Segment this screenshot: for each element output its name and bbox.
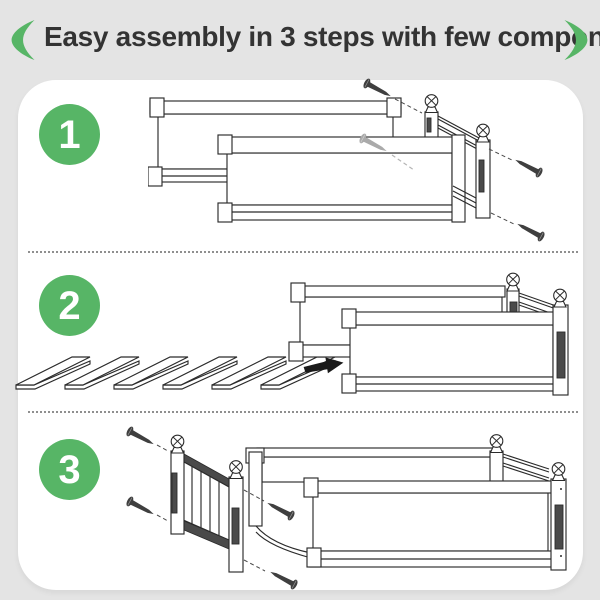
screws — [361, 78, 547, 243]
screw-icon — [124, 425, 157, 450]
step-2-number: 2 — [58, 283, 81, 328]
page-title: Easy assembly in 3 steps with few compon… — [44, 21, 600, 52]
screw-icon — [514, 218, 547, 243]
screw-icon — [361, 78, 394, 102]
finial-icon — [424, 94, 439, 114]
screw-icon — [264, 497, 297, 522]
finial-icon — [506, 272, 520, 292]
step-1-badge: 1 — [39, 104, 100, 165]
finial-icon — [229, 460, 243, 480]
step-1-illustration — [148, 78, 547, 243]
finial-icon — [170, 434, 185, 454]
leaf-right-icon — [564, 19, 588, 61]
board — [15, 356, 91, 390]
leaf-left-icon — [11, 19, 35, 61]
box-front-panel — [303, 477, 557, 568]
ghost-screw — [357, 132, 415, 171]
finial-icon — [489, 434, 504, 454]
step-3-badge: 3 — [39, 439, 100, 500]
bottom-boards — [15, 356, 336, 390]
dotted-divider — [28, 251, 578, 253]
step-1-number: 1 — [58, 112, 81, 157]
step-2-illustration — [15, 272, 569, 396]
dotted-divider — [28, 411, 578, 413]
screw-icon — [124, 495, 157, 520]
corner-post — [552, 288, 569, 396]
step-3-illustration — [124, 425, 567, 591]
corner-post — [452, 123, 491, 219]
screw-icon — [512, 154, 545, 179]
finial-icon — [553, 288, 567, 308]
frame-front-panel — [341, 308, 559, 394]
screw-icon — [267, 566, 300, 591]
step-3-number: 3 — [58, 447, 81, 492]
header-banner: Easy assembly in 3 steps with few compon… — [0, 0, 600, 80]
finial-icon — [476, 123, 490, 143]
end-panel — [170, 434, 244, 573]
corner-post — [489, 434, 550, 487]
screws — [124, 425, 300, 591]
board — [113, 356, 189, 390]
board — [211, 356, 287, 390]
step-2-badge: 2 — [39, 275, 100, 336]
finial-icon — [551, 462, 566, 482]
corner-post — [550, 462, 567, 571]
front-panel — [217, 134, 466, 223]
right-arrow-icon — [303, 357, 344, 374]
box-back-panel — [256, 447, 498, 483]
box-left-corner — [245, 447, 312, 559]
board — [162, 356, 238, 390]
board — [64, 356, 140, 390]
